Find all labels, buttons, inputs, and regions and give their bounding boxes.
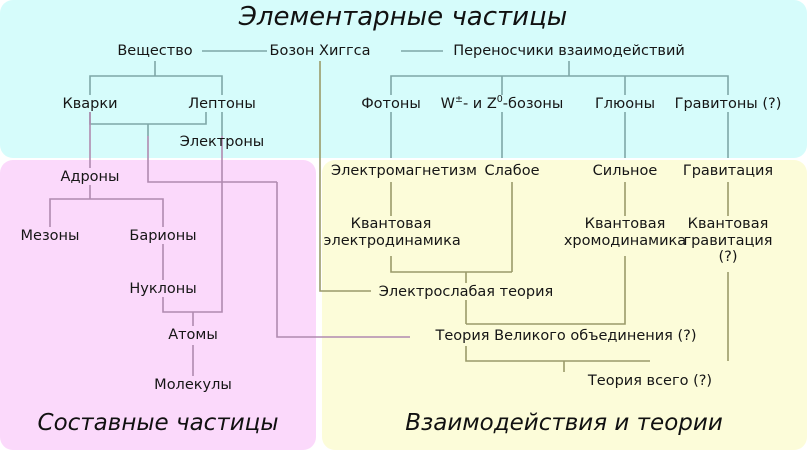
node-grand-unified-theory: Теория Великого объединения (?)	[435, 328, 697, 344]
node-mesons: Мезоны	[20, 228, 80, 244]
section-title-forces: Взаимодействия и теории	[405, 410, 723, 436]
node-weak-force: Слабое	[484, 163, 540, 179]
node-quantum-electrodynamics: Квантовая электродинамика	[323, 216, 461, 249]
section-title-composite: Составные частицы	[37, 410, 279, 436]
node-atoms: Атомы	[168, 327, 218, 343]
wz-mid: - и Z	[462, 96, 497, 112]
node-higgs-boson: Бозон Хиггса	[269, 43, 371, 59]
wz-superscript-pm: ±	[454, 94, 463, 106]
node-strong-force: Сильное	[592, 163, 658, 179]
node-quarks: Кварки	[62, 96, 118, 112]
wz-prefix: W	[440, 96, 455, 112]
node-nucleons: Нуклоны	[129, 281, 197, 297]
node-baryons: Барионы	[129, 228, 197, 244]
node-gluons: Глюоны	[594, 96, 656, 112]
node-hadrons: Адроны	[60, 169, 120, 185]
node-photons: Фотоны	[361, 96, 421, 112]
node-quantum-gravity: Квантовая гравитация (?)	[683, 216, 773, 265]
node-gravitation: Гравитация	[682, 163, 774, 179]
panel-forces-and-theories	[322, 160, 807, 450]
node-electrons: Электроны	[179, 134, 265, 150]
node-force-carriers: Переносчики взаимодействий	[453, 43, 685, 59]
panel-composite-particles	[0, 160, 316, 450]
node-electroweak-theory: Электрослабая теория	[378, 284, 554, 300]
node-theory-of-everything: Теория всего (?)	[587, 373, 713, 389]
node-molecules: Молекулы	[154, 377, 232, 393]
node-gravitons: Гравитоны (?)	[674, 96, 782, 112]
page-title: Элементарные частицы	[238, 2, 568, 32]
node-quantum-chromodynamics: Квантовая хромодинамика	[563, 216, 687, 249]
wz-suffix: -бозоны	[502, 96, 564, 112]
node-electromagnetism: Электромагнетизм	[331, 163, 477, 179]
node-matter: Вещество	[117, 43, 193, 59]
node-leptons: Лептоны	[188, 96, 256, 112]
wz-superscript-zero: 0	[496, 94, 503, 106]
node-w-z-bosons: W±- и Z0-бозоны	[440, 94, 564, 113]
